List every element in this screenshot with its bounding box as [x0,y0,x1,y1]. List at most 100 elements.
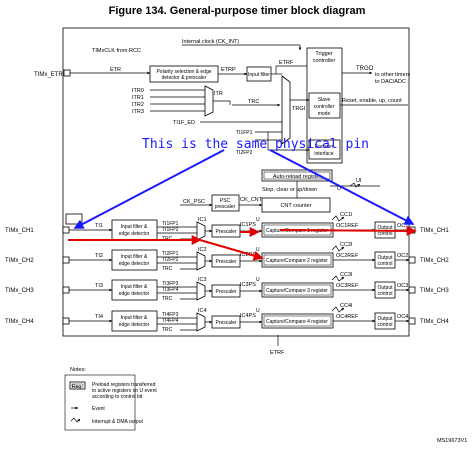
red-arrow-output [279,225,417,236]
ch1-input-filter-block [111,219,158,241]
notes-heading: Notes: [70,367,86,373]
ch1-output-line-2: control [377,231,392,237]
polarity-line-1: Polarity selection & edge [156,69,211,75]
ch3-filter-line-1: Input filter & [121,284,148,290]
ch3-u-label: U [256,277,260,283]
timer-boundary [62,27,410,337]
ck-psc-label: CK_PSC [183,199,205,205]
ch3-ic-label: IC3 [198,277,207,283]
ch1-icps-label: IC1PS [240,222,256,228]
ch2-output-line-1: Output [377,255,393,261]
polarity-line-2: detector & prescaler [162,75,207,81]
cnt-counter [261,197,331,213]
ch2-ti-label: TI2 [95,253,103,259]
ch2-cc-interrupt-label: CC2I [340,242,353,248]
preload-line-3: according to control bit [92,394,143,400]
encoder-line-1: Encoder [315,144,334,150]
internal-clock-label: Internal clock (CK_INT) [182,39,239,45]
ch4-filter-line-1: Input filter & [121,315,148,321]
ti2fp2-top-label: TI2FP2 [236,150,253,156]
itr0-label: ITR0 [132,88,144,94]
ch3-ccr-label: Capture/Compare 3 register [266,288,328,294]
auto-reload-shadow [263,171,331,180]
event-legend-label: Event [92,406,105,412]
slave-controller [308,92,341,119]
preload-line-1: Preload registers transferred [92,382,156,388]
ch2-output-line-2: control [377,261,392,267]
ch2-filter-line-1: Input filter & [121,254,148,260]
ch3-input-filter-block [111,279,158,301]
ch3-oc-label: OC3 [397,283,408,289]
ch4-filter-line-2: edge detector [119,322,150,328]
reg-legend-label: Reg [72,384,81,390]
itr3-label: ITR3 [132,109,144,115]
ch2-ic-mux [196,251,206,271]
ch4-output-line-1: Output [377,316,393,322]
ch1-ic-label: IC1 [198,217,207,223]
ch2-fp-label-2: TI2FP2 [162,257,179,263]
ch2-output-pin-label: TIMx_CH2 [420,258,449,264]
ch1-filter-line-1: Input filter & [121,224,148,230]
ch4-ccr-label: Capture/Compare 4 register [266,319,328,325]
ch3-cc-interrupt-label: CC3I [340,272,353,278]
ch2-input-filter-block [111,249,158,271]
notes-box [64,374,136,431]
ch4-output-pin [408,317,416,325]
ch3-input-pin [62,286,70,294]
timxclk-label: TIMxCLK from RCC [92,48,141,54]
ch2-fp-label-1: TI2FP1 [162,251,179,257]
ch2-filter-line-2: edge detector [119,261,150,267]
ch2-trc-label: TRC [162,266,173,272]
ch3-fp-label-2: TI3FP4 [162,287,179,293]
etrf-bottom-label: ETRF [270,350,285,356]
ch1-cc-interrupt-label: CC1I [340,212,353,218]
ch3-ic-mux [196,281,206,301]
slave-ctrl-line-1: Slave [318,97,331,103]
ch1-cc-interrupt-icon [331,215,345,222]
ch1-ic-mux [196,221,206,241]
ch4-ti-label: TI4 [95,314,103,320]
u-top-label: U [337,186,341,192]
ch4-cc-interrupt-label: CC4I [340,303,353,309]
psc-prescaler [211,194,240,212]
ch1-prescaler-label: Prescaler [215,229,236,235]
timx-etr-pin [63,69,71,77]
ch3-filter-line-2: edge detector [119,291,150,297]
control-output-label: Reset, enable, up, count [342,98,402,104]
ch1-oc-label: OC1 [397,223,408,229]
ch4-ic-label: IC4 [198,308,207,314]
psc-line-1: PSC [220,198,231,204]
ch1-input-pin [62,226,70,234]
ch4-ccr-shadow [263,315,332,327]
ref-id: MS19673V1 [437,438,467,444]
ch4-u-label: U [256,308,260,314]
etr-signal-label: ETR [110,67,121,73]
ch3-trc-label: TRC [162,296,173,302]
ch1-filter-line-2: edge detector [119,231,150,237]
ch2-ic-label: IC2 [198,247,207,253]
trc-top-label: TRC [248,99,259,105]
preload-line-2: to active registers on U event [92,388,157,394]
ch2-output-pin [408,256,416,264]
ch1-input-pin-label: TIMx_CH1 [5,228,34,234]
ch4-trc-label: TRC [162,327,173,333]
etr-input-filter-label: Input filter [248,72,270,78]
ch3-prescaler-label: Prescaler [215,289,236,295]
ch2-ccr-label: Capture/Compare 2 register [266,258,328,264]
ch3-cc-interrupt-icon [331,275,345,282]
ti1fp1-top-label: TI1FP1 [236,130,253,136]
ch4-output-line-2: control [377,322,392,328]
slave-ctrl-line-2: controller [314,104,335,110]
ch4-ic-mux [196,312,206,332]
psc-line-2: prescaler [215,204,236,210]
trigger-ctrl-line-2: controller [313,58,336,64]
auto-reload-label: Auto-reload register [273,174,321,180]
ch1-fp-label-1: TI1FP1 [162,221,179,227]
ti1f-ed-label: TI1F_ED [173,120,195,126]
ch3-output-pin-label: TIMx_CH3 [420,288,449,294]
ch3-fp-label-1: TI3FP3 [162,281,179,287]
ch2-ocref-label: OC2REF [336,253,359,259]
trgi-label: TRGI [292,106,306,112]
ch3-output-pin [408,286,416,294]
ch2-input-pin [62,256,70,264]
